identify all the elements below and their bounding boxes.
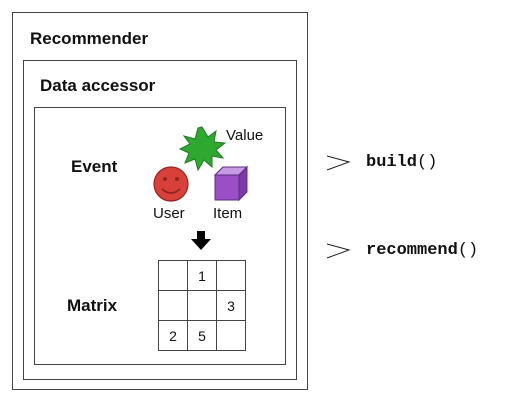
matrix-cell [216,260,246,291]
down-arrow-icon [191,231,211,250]
recommend-method-name: recommend [366,241,458,260]
build-method-parens: () [417,153,438,172]
smiley-icon [153,166,189,202]
matrix-row: 3 [158,290,246,321]
matrix-cell [187,290,217,321]
cube-icon [213,165,249,202]
recommend-method: recommend() [366,241,478,260]
matrix-cell: 2 [158,320,188,351]
starburst-icon [178,126,227,172]
recommend-method-parens: () [457,241,479,260]
build-arrow-icon [326,155,351,171]
matrix-cell [158,290,188,321]
user-label: User [153,205,185,222]
matrix-cell [216,320,246,351]
matrix-cell: 1 [187,260,217,291]
recommender-title: Recommender [30,29,149,48]
data-accessor-title: Data accessor [40,76,156,95]
matrix-cell [158,260,188,291]
matrix-row: 2 5 [158,320,246,351]
matrix-cell: 3 [216,290,246,321]
matrix-label: Matrix [67,296,118,315]
build-method-name: build [366,153,418,172]
build-method: build() [366,153,437,172]
matrix-cell: 5 [187,320,217,351]
matrix-grid: 1 3 2 5 [158,260,246,351]
recommend-arrow-icon [326,243,351,259]
value-label: Value [226,127,264,144]
matrix-row: 1 [158,260,246,291]
item-label: Item [213,205,243,222]
event-label: Event [71,157,118,176]
